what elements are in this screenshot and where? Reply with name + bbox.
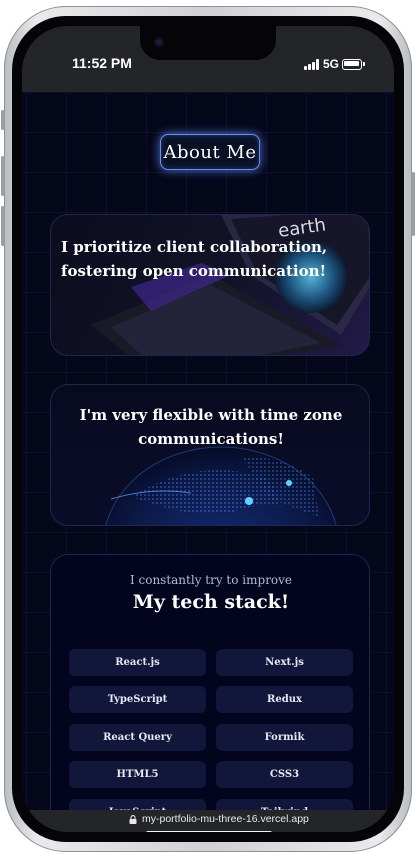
volume-down-button [1, 206, 5, 246]
timezone-text: I'm very flexible with time zone communi… [79, 406, 343, 448]
tech-chip-formik: Formik [216, 724, 353, 751]
notch [140, 26, 276, 60]
phone-frame: 11:52 PM 5G About Me [1, 6, 415, 852]
power-button [411, 172, 415, 236]
mute-switch [1, 110, 5, 130]
portfolio-page[interactable]: About Me earth [22, 92, 394, 810]
collaboration-card: earth I prioritize client collaboration,… [50, 214, 370, 356]
tech-chip-typescript: TypeScript [69, 686, 206, 713]
tech-chip-javascript: JavaScript [69, 799, 206, 810]
tech-chip-nextjs: Next.js [216, 649, 353, 676]
laptop-illustration: earth [91, 215, 369, 355]
browser-url-bar[interactable]: my-portfolio-mu-three-16.vercel.app [22, 810, 394, 832]
timezone-card: I'm very flexible with time zone communi… [50, 384, 370, 526]
about-me-heading: About Me [160, 134, 260, 170]
lock-icon [129, 815, 137, 824]
tech-chip-react: React.js [69, 649, 206, 676]
tech-chip-redux: Redux [216, 686, 353, 713]
collaboration-text: I prioritize client collaboration, foste… [61, 238, 328, 280]
tech-stack-card: I constantly try to improve My tech stac… [50, 554, 370, 810]
tech-stack-title: My tech stack! [132, 591, 290, 613]
phone-bezel: 11:52 PM 5G About Me [12, 16, 404, 842]
status-bar: 11:52 PM 5G [22, 26, 394, 92]
url-text: my-portfolio-mu-three-16.vercel.app [142, 813, 309, 825]
globe-illustration [105, 446, 337, 525]
network-label: 5G [323, 57, 340, 71]
volume-up-button [1, 156, 5, 196]
battery-icon [342, 59, 365, 70]
tech-chip-css3: CSS3 [216, 761, 353, 788]
home-indicator[interactable] [146, 831, 272, 832]
tech-stack-subtitle: I constantly try to improve [129, 573, 293, 587]
signal-bars-icon [304, 59, 320, 70]
tech-chip-tailwind: Tailwind [216, 799, 353, 810]
tech-chip-react-query: React Query [69, 724, 206, 751]
status-time: 11:52 PM [72, 55, 132, 71]
front-camera-icon [154, 37, 164, 47]
screen: 11:52 PM 5G About Me [22, 26, 394, 832]
tech-chip-html5: HTML5 [69, 761, 206, 788]
